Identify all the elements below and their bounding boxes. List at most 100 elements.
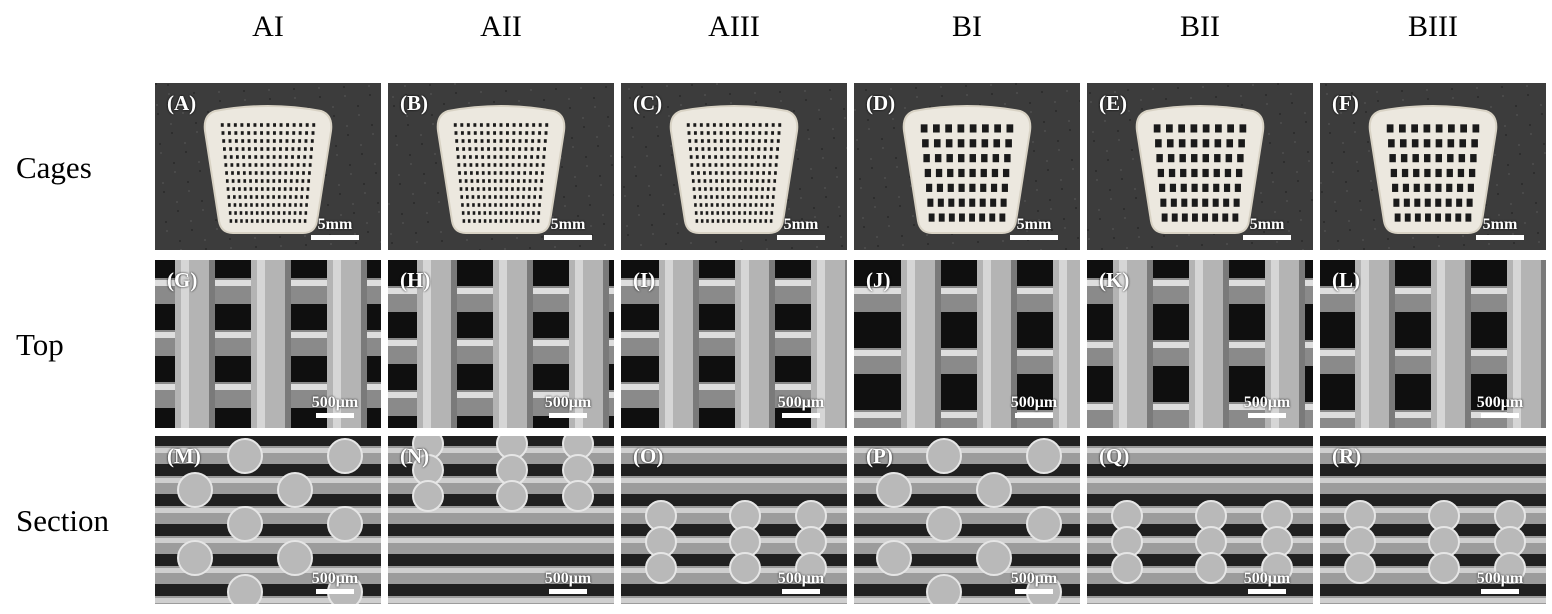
cage-pore (738, 211, 741, 215)
cage-pore (755, 187, 759, 191)
cage-pore (248, 171, 252, 175)
cage-pore (714, 155, 718, 159)
cage-pore (1457, 168, 1465, 178)
cage-pore (253, 131, 257, 135)
cage-pore (992, 154, 1000, 163)
cage-pore (506, 123, 510, 127)
cage-pore (1202, 213, 1208, 222)
cage-pore (697, 179, 701, 183)
cage-pore (766, 187, 770, 191)
cage-pore (693, 195, 697, 199)
scale-bar-label: 500μm (1476, 394, 1524, 411)
cage-pore (959, 213, 965, 222)
cage-pore (771, 195, 775, 199)
cage-pore (511, 171, 515, 175)
cage-pore (720, 155, 724, 159)
cage-pore (706, 219, 709, 223)
scale-bar: 5mm (1237, 217, 1297, 240)
cage-pore (530, 147, 534, 151)
cage-pore (234, 131, 238, 135)
panel-section-6: (R)500μm (1320, 436, 1546, 604)
cage-pore (272, 155, 276, 159)
cage-pore (266, 163, 270, 167)
cage-pore (278, 171, 282, 175)
cage-pore (493, 139, 497, 143)
cage-pore (1222, 213, 1229, 222)
cage-pore (266, 179, 270, 183)
cage-pore (260, 131, 264, 135)
cage-pore (764, 139, 768, 143)
scale-bar: 500μm (538, 395, 598, 418)
cage-pore (518, 139, 522, 143)
cage-pore (505, 163, 509, 167)
cage-pore (282, 211, 286, 215)
cage-pore (928, 213, 935, 222)
cage-pore (753, 219, 757, 223)
cage-pore (249, 187, 253, 191)
cage-pore (223, 155, 227, 159)
vertical-fibers (1113, 260, 1305, 428)
cage-pore (499, 131, 503, 135)
cage-pore (1191, 198, 1198, 207)
cage-pore (244, 195, 247, 199)
cage-pore (701, 147, 705, 151)
cage-pore (957, 139, 965, 148)
cage-pore (480, 147, 484, 151)
cage-pore (719, 139, 723, 143)
cage-pore (303, 147, 307, 151)
cage-pore (1390, 168, 1398, 178)
cage-pore (1435, 198, 1442, 207)
cage-pore (744, 187, 747, 191)
cage-pore (232, 187, 236, 191)
cage-pore (272, 163, 276, 167)
cage-pore (535, 163, 539, 167)
cage-pore (248, 163, 252, 167)
scale-bar-line (316, 413, 354, 418)
cage-pore (255, 211, 259, 215)
cage-pore (763, 147, 767, 151)
cage-pore (738, 131, 742, 135)
cage-pore (769, 219, 773, 223)
cage-pore (525, 123, 529, 127)
cage-pore (225, 171, 228, 175)
cage-pore (488, 179, 491, 183)
cage-pore (761, 187, 764, 191)
cage-pore (1403, 198, 1410, 207)
cage-pore (732, 203, 736, 207)
cage-pore (726, 171, 730, 175)
cage-pore (694, 139, 698, 143)
cage-pore (510, 203, 514, 207)
sem-image (155, 436, 381, 604)
cage-pore (466, 203, 470, 207)
cage-pore (981, 139, 989, 148)
cage-pore (1414, 213, 1421, 222)
cage-pore (732, 155, 736, 159)
cage-pore (754, 203, 758, 207)
cage-pore (290, 171, 294, 175)
cage-pore (695, 147, 699, 151)
cage-pore (1227, 124, 1234, 133)
cage-pore (699, 195, 702, 199)
scale-bar-label: 500μm (544, 570, 592, 587)
cage-pore (762, 171, 765, 175)
cage-pore (957, 124, 965, 133)
cage-pore (1455, 213, 1462, 222)
cage-pore (1467, 183, 1474, 192)
cage-pore (981, 154, 988, 163)
cage-pore (760, 195, 764, 199)
panel-label: (I) (633, 268, 656, 292)
cage-pore (947, 168, 954, 178)
cage-pore (245, 211, 248, 215)
cage-pore (283, 187, 287, 191)
cage-pore (510, 211, 514, 215)
cage-pore (706, 123, 710, 127)
scale-bar-line (782, 589, 820, 594)
cage-pore (291, 139, 295, 143)
cage-pore (927, 198, 934, 207)
cage-pore (505, 219, 508, 223)
cage-pore (223, 147, 226, 151)
cage-pore (1159, 183, 1166, 192)
cage-pore (272, 219, 275, 223)
sem-image (1087, 436, 1313, 604)
cage-pore (1392, 183, 1399, 192)
